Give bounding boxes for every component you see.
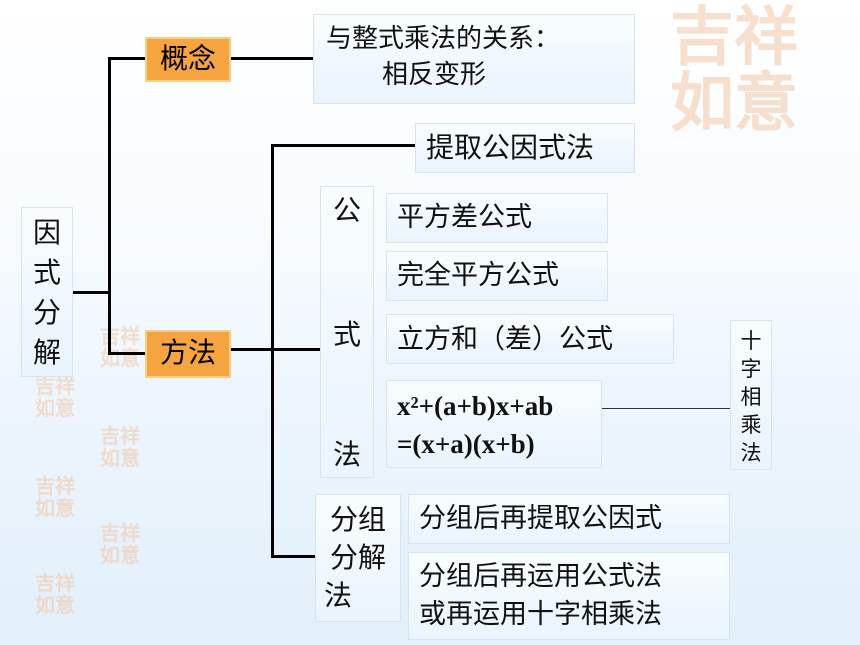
group-method-line-1: 分组 — [329, 503, 386, 536]
formula-quadratic-line-1: x²+(a+b)x+ab — [397, 391, 554, 421]
formula-cube-label: 立方和（差）公式 — [397, 324, 613, 355]
extract-label: 提取公因式法 — [426, 131, 595, 164]
seal-small-4-text: 吉祥如意 — [35, 474, 75, 520]
formula-method-node: 公 式 法 — [320, 186, 374, 478]
cross-char-1: 十 — [740, 329, 762, 353]
root-char-2: 式 — [32, 256, 61, 289]
formula-cube: 立方和（差）公式 — [386, 314, 674, 364]
group-method-node: 分组 分解 法 — [315, 494, 401, 622]
group-option-formula-line-2: 或再运用十字相乘法 — [419, 599, 662, 630]
seal-large-text: 吉祥如意 — [670, 0, 798, 141]
group-option-formula-line-1: 分组后再运用公式法 — [419, 561, 662, 592]
seal-small-4: 吉祥如意 — [35, 475, 85, 519]
seal-small-6: 吉祥如意 — [35, 572, 85, 616]
seal-small-2-text: 吉祥如意 — [35, 374, 75, 420]
connector-to-method — [108, 352, 148, 355]
formula-method-char-3: 法 — [332, 438, 361, 471]
connector-to-extract — [271, 144, 418, 147]
connector-method-out — [229, 348, 274, 351]
root-char-3: 分 — [32, 296, 61, 329]
cross-char-5: 法 — [740, 441, 762, 465]
connector-root-horizontal — [73, 291, 110, 294]
formula-diff-squares: 平方差公式 — [386, 193, 608, 243]
cross-char-4: 乘 — [740, 413, 762, 437]
method-label: 方法 — [159, 336, 216, 369]
group-option-extract-label: 分组后再提取公因式 — [419, 503, 662, 534]
formula-perfect-square-label: 完全平方公式 — [397, 260, 559, 291]
connector-method-vertical — [271, 144, 274, 558]
connector-cross — [602, 408, 730, 409]
cross-char-2: 字 — [740, 357, 762, 381]
method-node: 方法 — [145, 330, 231, 378]
cross-char-3: 相 — [740, 385, 762, 409]
concept-label: 概念 — [159, 42, 216, 75]
connector-root-vertical — [108, 57, 111, 354]
seal-small-5-text: 吉祥如意 — [100, 521, 140, 567]
group-method-line-3: 法 — [324, 579, 353, 612]
concept-description: 与整式乘法的关系： 相反变形 — [313, 14, 635, 104]
formula-quadratic-line-2: =(x+a)(x+b) — [397, 429, 535, 459]
root-char-1: 因 — [32, 216, 61, 249]
seal-large: 吉祥如意 — [670, 5, 860, 137]
group-method-line-2: 分解 — [329, 541, 386, 574]
concept-node: 概念 — [145, 37, 231, 82]
seal-small-5: 吉祥如意 — [100, 522, 150, 566]
seal-small-6-text: 吉祥如意 — [35, 571, 75, 617]
connector-to-group — [271, 555, 318, 558]
root-node: 因 式 分 解 — [21, 207, 73, 377]
root-char-4: 解 — [32, 336, 61, 369]
formula-perfect-square: 完全平方公式 — [386, 251, 608, 301]
connector-to-concept — [108, 57, 148, 60]
group-option-extract: 分组后再提取公因式 — [408, 494, 730, 544]
seal-small-2: 吉祥如意 — [35, 375, 85, 419]
cross-multiplication-node: 十 字 相 乘 法 — [730, 320, 772, 470]
concept-desc-line-1: 与整式乘法的关系： — [326, 24, 561, 54]
seal-small-3-text: 吉祥如意 — [100, 424, 140, 470]
extract-common-factor: 提取公因式法 — [415, 123, 635, 173]
seal-small-1-text: 吉祥如意 — [100, 324, 140, 370]
formula-quadratic: x²+(a+b)x+ab =(x+a)(x+b) — [386, 380, 602, 468]
formula-diff-squares-label: 平方差公式 — [397, 202, 532, 233]
seal-small-3: 吉祥如意 — [100, 425, 150, 469]
formula-method-char-1: 公 — [332, 194, 361, 227]
connector-to-formula — [271, 348, 323, 351]
concept-desc-line-2: 相反变形 — [382, 60, 487, 90]
connector-concept-desc — [229, 57, 316, 60]
formula-method-char-2: 式 — [332, 318, 361, 351]
group-option-formula: 分组后再运用公式法 或再运用十字相乘法 — [408, 552, 730, 640]
